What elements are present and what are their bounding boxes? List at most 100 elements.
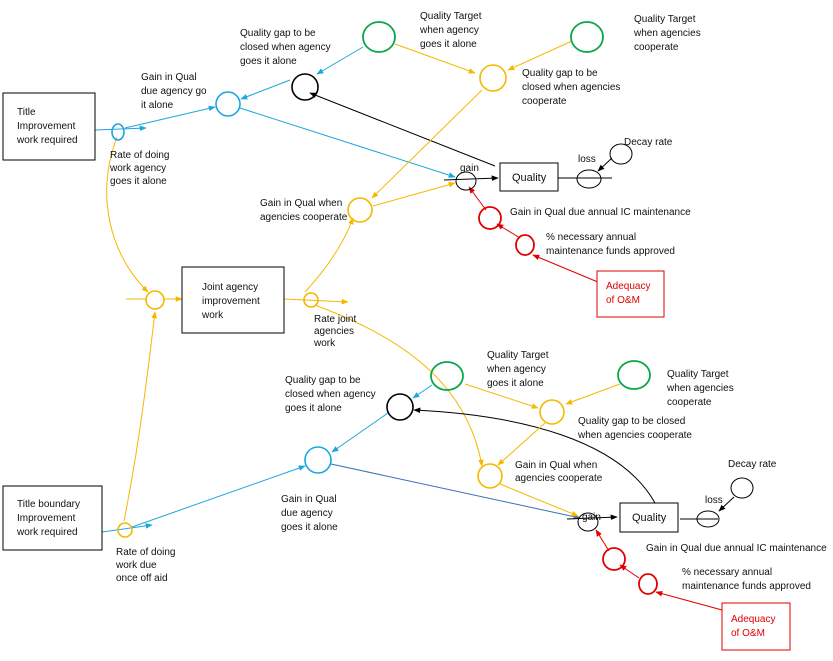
loss-b-valve — [696, 510, 720, 528]
loss-label: loss — [578, 154, 596, 165]
gain-alone-b-node — [304, 446, 332, 474]
arrow-gap-coop-to-gain-coop — [371, 89, 483, 199]
gain-valve — [455, 171, 477, 191]
adequacy-om-b-label: Adequacy of O&M — [731, 614, 778, 639]
target-coop-b-node — [617, 360, 651, 390]
target-alone-node — [362, 21, 396, 53]
rate-once-off-label: Rate of doing work due once off aid — [115, 547, 178, 584]
gap-alone-b-node — [386, 393, 414, 421]
bottom-section: Title boundary Improvement work required… — [2, 350, 827, 651]
arrow-gain-b-to-quality-b — [566, 514, 618, 521]
loss-valve — [576, 169, 602, 189]
gain-coop-label: Gain in Qual when agencies cooperate — [260, 198, 348, 223]
rate-joint-label: Rate joint agencies work — [313, 314, 359, 349]
adequacy-om-b-box — [721, 602, 791, 651]
target-alone-label: Quality Target when agency goes it alone — [419, 11, 484, 50]
stock-title-improvement — [2, 92, 96, 161]
gap-alone-node — [291, 73, 319, 101]
arrow-quality-to-gap-alone — [309, 92, 496, 167]
gap-coop-b-label: Quality gap to be closed when agencies c… — [577, 416, 692, 441]
joint-rate-valve — [145, 290, 165, 310]
rate-alone-valve — [111, 123, 125, 141]
arrow-target-alone-to-gap-alone — [316, 46, 364, 75]
arrow-gain-ic-to-gain — [468, 186, 487, 211]
gain-alone-node — [215, 91, 241, 117]
arrow-stock-bottom-to-rate — [101, 523, 153, 533]
gain-ic-label: Gain in Qual due annual IC maintenance — [510, 207, 691, 218]
arrow-rate-top-to-gain-alone-node — [124, 105, 216, 129]
target-coop-label: Quality Target when agencies cooperate — [633, 14, 704, 53]
rate-joint-node — [303, 292, 319, 308]
rate-alone-label: Rate of doing work agency goes it alone — [109, 150, 172, 187]
top-section: Title Improvement work required Rate of … — [2, 11, 704, 318]
decay-rate-node — [609, 143, 633, 165]
arrow-gain-coop-b-to-gain-b — [499, 483, 579, 517]
connectors — [94, 40, 735, 611]
rate-once-off-valve — [117, 522, 133, 538]
arrow-target-coop-b-to-gap-coop-b — [565, 383, 621, 405]
arrow-target-alone-b-to-gap-alone-b — [412, 384, 433, 399]
target-alone-b-label: Quality Target when agency goes it alone — [486, 350, 551, 389]
target-alone-b-node — [430, 361, 464, 391]
gap-coop-node — [479, 64, 507, 92]
arrow-rate-bottom-to-gain-alone — [131, 465, 306, 528]
arrow-gap-coop-b-to-gain-coop-b — [497, 422, 546, 466]
gain-label: gain — [460, 163, 479, 174]
arrow-gain-coop-to-gain — [372, 182, 456, 207]
gain-alone-b-label: Gain in Qual due agency goes it alone — [281, 494, 339, 533]
gain-b-valve — [577, 512, 599, 532]
target-coop-node — [570, 21, 604, 53]
stock-joint-agency-label: Joint agency improvement work — [201, 282, 263, 321]
arrow-target-alone-to-gap-coop — [394, 43, 476, 74]
decay-rate-b-label: Decay rate — [728, 459, 777, 470]
arrow-decay-to-loss — [597, 157, 613, 172]
stock-title-improvement-label: Title Improvement work required — [16, 107, 78, 146]
stock-joint-agency — [181, 266, 285, 334]
curve-rate-joint-to-gain-coop-top — [304, 217, 354, 293]
pct-funds-b-label: % necessary annual maintenance funds app… — [682, 567, 811, 592]
middle-section: Joint agency improvement work Rate joint… — [145, 266, 359, 349]
arrow-gap-alone-to-gain-alone — [240, 79, 291, 100]
curve-rate-top-to-joint-rate — [106, 136, 149, 293]
loss-b-label: loss — [705, 495, 723, 506]
pct-funds-label: % necessary annual maintenance funds app… — [546, 232, 675, 257]
curve-rate-joint-to-gain-coop-bottom — [314, 304, 484, 467]
arrow-rate-to-gain-alone — [94, 125, 147, 132]
stock-quality-label: Quality — [512, 172, 547, 184]
gap-coop-label: Quality gap to be closed when agencies c… — [522, 68, 623, 107]
arrow-adequacy-b-to-pct-b — [655, 590, 723, 611]
gain-alone-label: Gain in Qual due agency go it alone — [141, 72, 209, 111]
gain-ic-b-node — [602, 547, 626, 571]
arrow-gap-alone-b-to-gain-alone-b — [331, 412, 389, 453]
target-coop-b-label: Quality Target when agencies cooperate — [666, 369, 737, 408]
stock-title-boundary-label: Title boundary Improvement work required — [16, 499, 83, 538]
decay-rate-label: Decay rate — [624, 137, 673, 148]
gain-coop-node — [347, 197, 373, 223]
gap-coop-b-node — [539, 399, 565, 425]
stock-quality-b-label: Quality — [632, 512, 667, 524]
arrow-pct-b-to-gain-ic-b — [619, 564, 640, 579]
stock-quality — [499, 162, 559, 192]
arrow-gain-ic-b-to-gain-b — [595, 529, 610, 552]
gain-ic-b-label: Gain in Qual due annual IC maintenance — [646, 543, 827, 554]
gain-ic-node — [478, 206, 502, 230]
arrow-decay-b-to-loss-b — [718, 496, 735, 512]
decay-rate-b-node — [730, 477, 754, 499]
gain-coop-b-node — [477, 463, 503, 489]
arrow-adequacy-to-pct — [532, 254, 606, 286]
arrow-gain-to-quality — [443, 175, 499, 182]
arrow-target-coop-to-gap-coop — [507, 40, 573, 71]
stock-quality-b — [619, 502, 679, 533]
stock-title-boundary — [2, 485, 103, 551]
gap-alone-label: Quality gap to be closed when agency goe… — [240, 28, 333, 67]
gain-coop-b-label: Gain in Qual when agencies cooperate — [515, 460, 603, 484]
pct-funds-b-node — [638, 573, 658, 595]
curve-rate-bottom-to-joint-rate — [123, 311, 158, 522]
arrow-joint-stock-to-rate-joint — [283, 298, 349, 305]
arrow-target-alone-b-to-gap-coop-b — [464, 383, 539, 409]
curve-quality-b-to-gap-alone-b — [413, 407, 656, 504]
gain-b-label: gain — [582, 512, 601, 523]
arrow-gain-alone-b-to-gain-b — [330, 463, 581, 520]
gap-alone-b-label: Quality gap to be closed when agency goe… — [285, 375, 378, 414]
